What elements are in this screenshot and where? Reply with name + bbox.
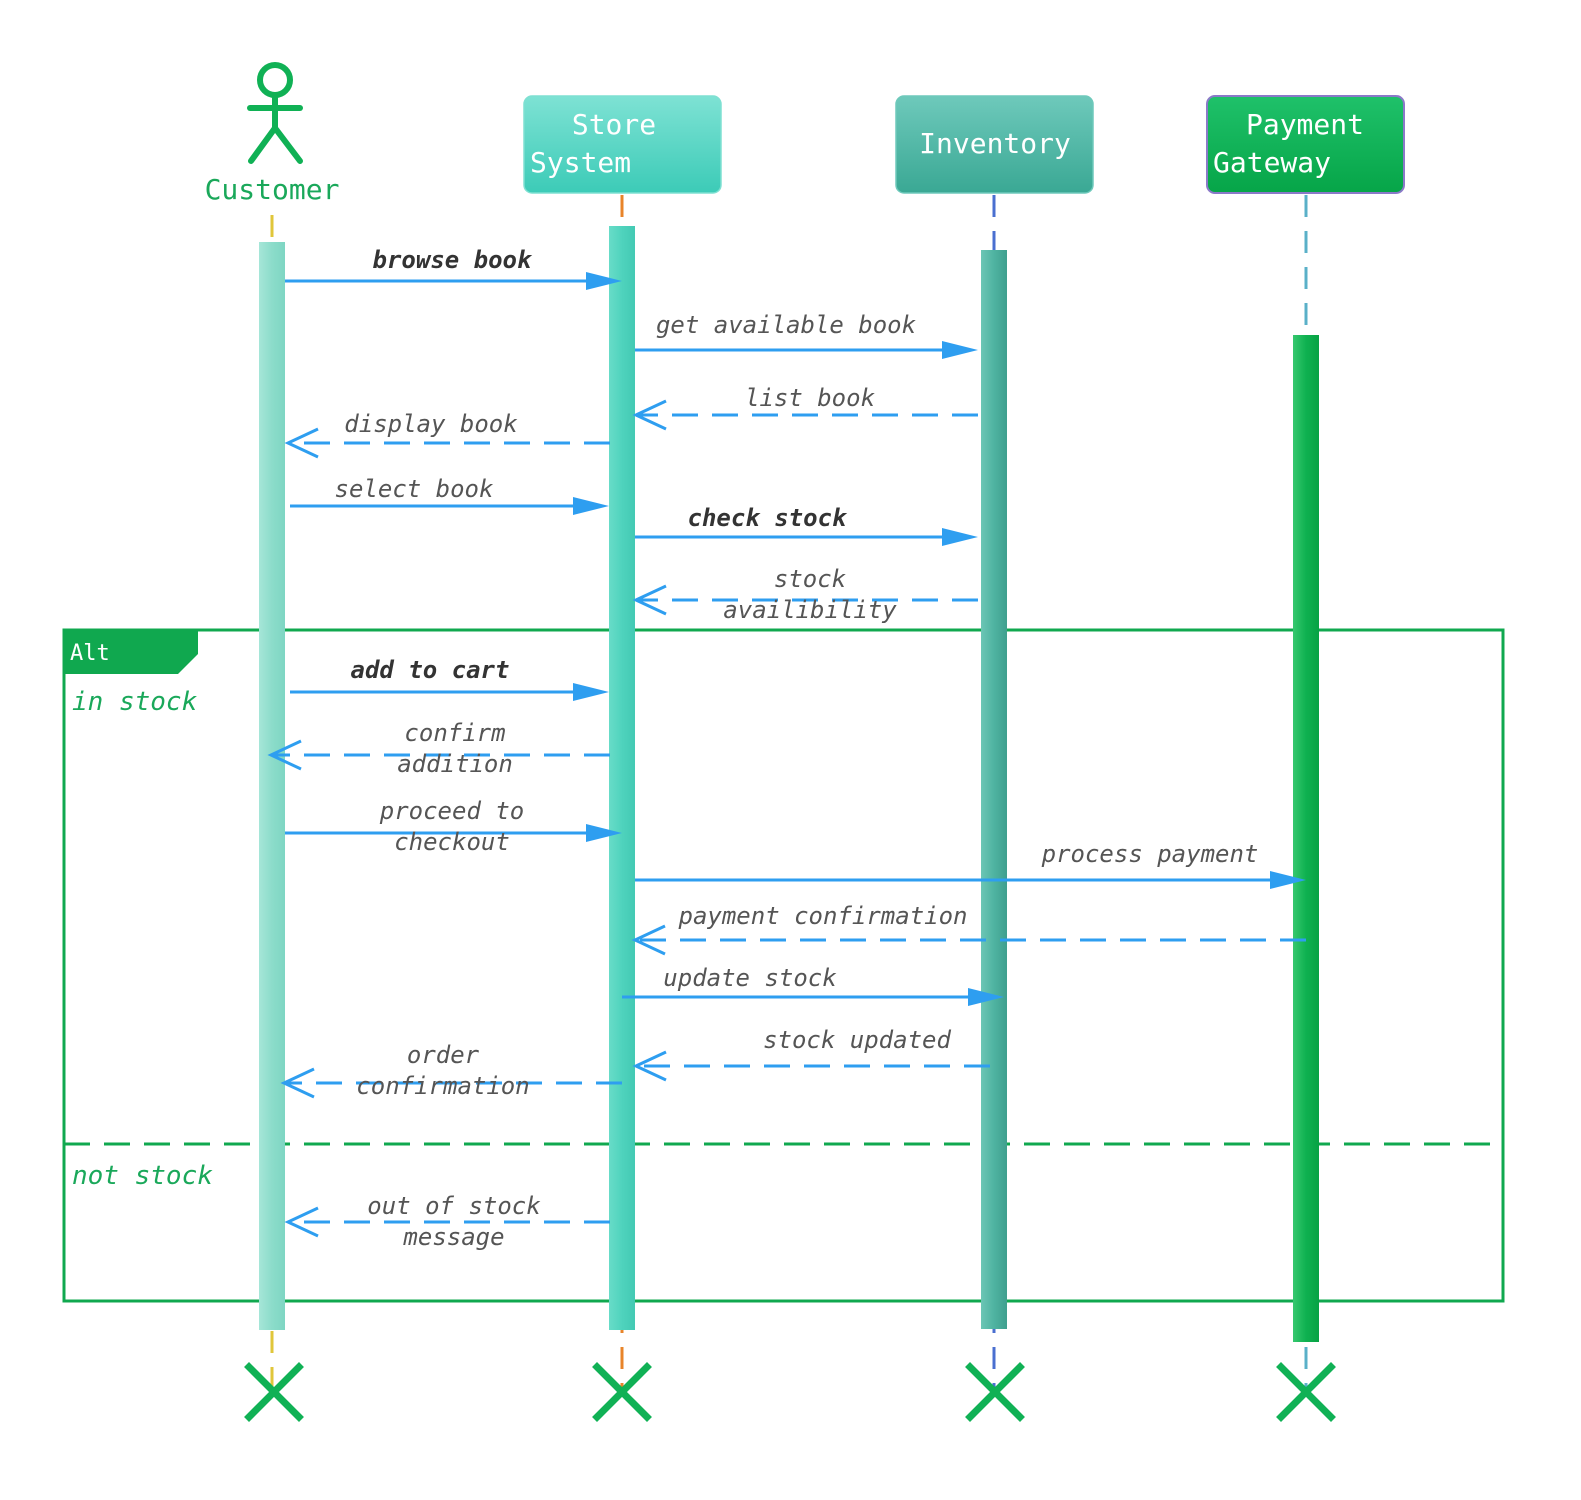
customer-actor: Customer	[205, 62, 340, 206]
inventory-head: Inventory	[895, 95, 1094, 194]
message-label: message	[402, 1223, 504, 1251]
payment-gateway-label-line1: Payment	[1246, 108, 1364, 141]
message-15: order confirmation	[280, 1041, 622, 1100]
message-label: add to cart	[351, 656, 510, 684]
store-destroy-icon	[592, 1362, 652, 1422]
open-arrowhead-icon	[284, 1206, 319, 1238]
stick-figure-icon	[247, 62, 303, 164]
inventory-box	[895, 95, 1094, 194]
store-system-head: Store System	[523, 95, 722, 194]
message-10: proceed to checkout	[285, 797, 622, 856]
message-12: payment confirmation	[631, 902, 1306, 956]
message-6: check stock	[635, 504, 978, 546]
payment-activation-bar	[1293, 335, 1319, 1342]
alt-frame-tag-shape	[64, 630, 198, 674]
message-14: stock updated	[632, 1026, 990, 1082]
open-arrowhead-icon	[284, 427, 319, 459]
message-label: stock updated	[763, 1026, 951, 1054]
message-label: browse book	[373, 246, 533, 274]
message-label: proceed to	[379, 797, 525, 825]
filled-arrowhead-icon	[942, 341, 978, 359]
inventory-destroy-icon	[965, 1362, 1025, 1422]
filled-arrowhead-icon	[586, 824, 622, 842]
alt-frame-border	[62, 628, 1505, 1303]
message-13: update stock	[622, 964, 1004, 1006]
open-arrowhead-icon	[280, 1067, 315, 1099]
inventory-label: Inventory	[919, 127, 1071, 160]
payment-gateway-box	[1206, 95, 1405, 194]
message-label: confirm	[404, 719, 505, 747]
message-4: display book	[284, 410, 610, 459]
message-label: display book	[344, 410, 518, 438]
filled-arrowhead-icon	[573, 497, 609, 515]
filled-arrowhead-icon	[573, 683, 609, 701]
alt-guard-not-stock: not stock	[72, 1161, 213, 1191]
message-1: browse book	[285, 246, 622, 290]
message-9: confirm addition	[267, 719, 610, 778]
payment-gateway-head: Payment Gateway	[1206, 95, 1405, 194]
inventory-activation-bar	[981, 250, 1007, 1329]
alt-frame-tag: Alt	[70, 641, 110, 666]
message-label: list book	[745, 384, 876, 412]
filled-arrowhead-icon	[942, 528, 978, 546]
message-label: process payment	[1041, 840, 1259, 868]
message-label: order	[407, 1041, 480, 1069]
open-arrowhead-icon	[631, 924, 666, 956]
message-label: check stock	[688, 504, 848, 532]
open-arrowhead-icon	[632, 399, 667, 431]
store-system-box	[523, 95, 722, 194]
alt-guard-in-stock: in stock	[72, 687, 198, 717]
message-label: get available book	[656, 311, 917, 339]
store-system-label-line2: System	[530, 146, 631, 179]
alt-frame: Alt in stock not stock	[62, 628, 1505, 1303]
open-arrowhead-icon	[632, 584, 667, 616]
message-label: availibility	[723, 596, 897, 624]
customer-label: Customer	[205, 173, 340, 206]
message-label: out of stock	[367, 1192, 541, 1220]
store-system-label-line1: Store	[572, 108, 656, 141]
customer-activation-bar	[259, 242, 285, 1330]
message-2: get available book	[635, 311, 978, 359]
message-8: add to cart	[290, 656, 609, 701]
filled-arrowhead-icon	[1270, 871, 1306, 889]
open-arrowhead-icon	[267, 739, 302, 771]
message-5: select book	[290, 475, 609, 515]
message-label: checkout	[394, 828, 510, 856]
customer-destroy-icon	[244, 1362, 304, 1422]
message-label: payment confirmation	[678, 902, 968, 930]
open-arrowhead-icon	[632, 1050, 667, 1082]
message-7: stock availibility	[632, 565, 978, 624]
message-11: process payment	[635, 840, 1306, 889]
message-label: confirmation	[356, 1072, 529, 1100]
store-activation-bar	[609, 226, 635, 1330]
payment-gateway-label-line2: Gateway	[1213, 146, 1331, 179]
filled-arrowhead-icon	[968, 988, 1004, 1006]
messages-layer: browse book get available book list book di…	[267, 246, 1306, 1251]
message-3: list book	[632, 384, 978, 431]
message-label: stock	[774, 565, 847, 593]
message-label: update stock	[663, 964, 837, 992]
message-label: select book	[335, 475, 494, 503]
filled-arrowhead-icon	[586, 272, 622, 290]
payment-destroy-icon	[1276, 1362, 1336, 1422]
message-label: addition	[397, 750, 513, 778]
message-16: out of stock message	[284, 1192, 610, 1251]
destroy-markers	[244, 1362, 1336, 1422]
